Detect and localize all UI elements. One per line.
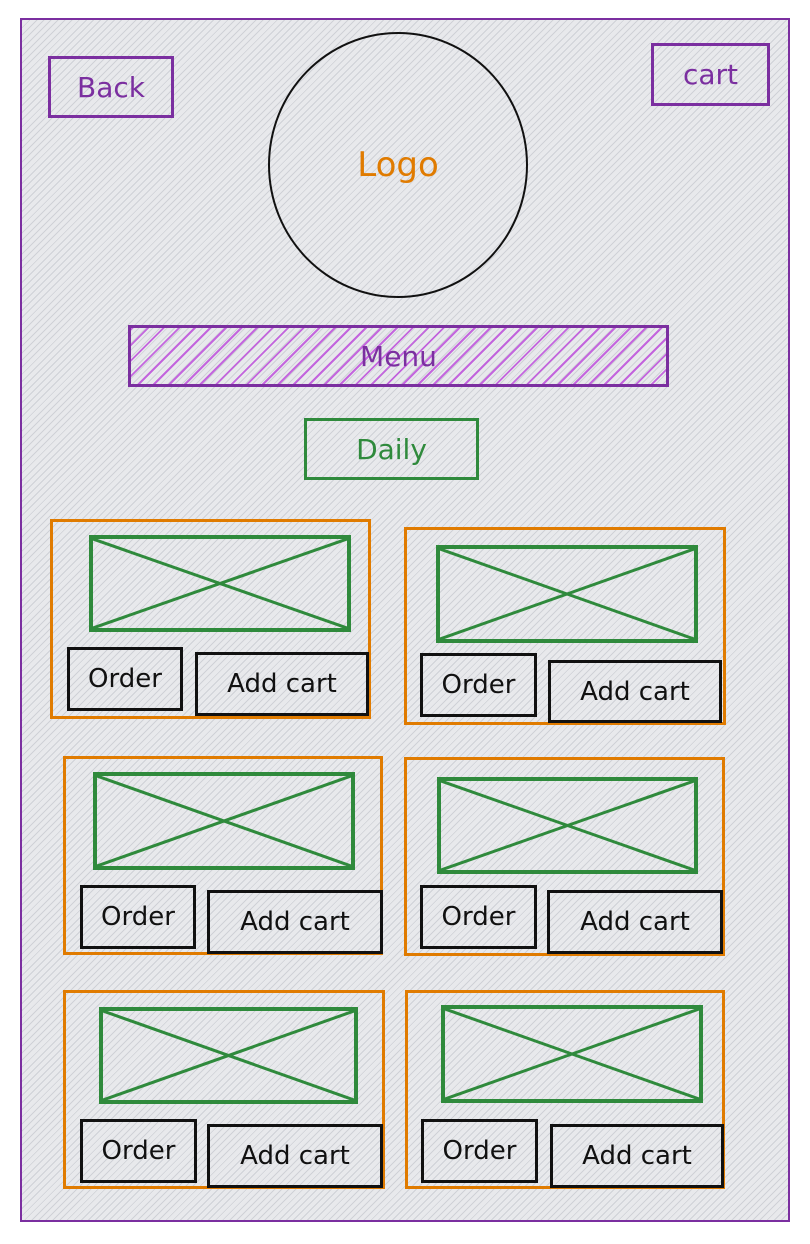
product-image-placeholder (89, 535, 351, 632)
order-button[interactable]: Order (67, 647, 183, 711)
product-card: Order Add cart (63, 756, 383, 955)
add-cart-button[interactable]: Add cart (547, 890, 723, 954)
product-card: Order Add cart (63, 990, 385, 1189)
product-image-placeholder (93, 772, 355, 870)
product-card: Order Add cart (404, 757, 725, 956)
order-button[interactable]: Order (421, 1119, 538, 1183)
menu-label: Menu (360, 339, 437, 373)
order-button[interactable]: Order (80, 885, 196, 949)
add-cart-button[interactable]: Add cart (548, 660, 722, 723)
daily-tab[interactable]: Daily (304, 418, 479, 480)
product-card: Order Add cart (404, 527, 726, 725)
order-button[interactable]: Order (420, 653, 537, 717)
cart-button[interactable]: cart (651, 43, 770, 106)
product-card: Order Add cart (50, 519, 371, 719)
add-cart-button[interactable]: Add cart (195, 652, 369, 716)
add-cart-button[interactable]: Add cart (550, 1124, 724, 1188)
product-image-placeholder (441, 1005, 703, 1103)
product-card: Order Add cart (405, 990, 725, 1189)
daily-label: Daily (356, 432, 427, 466)
product-image-placeholder (436, 545, 698, 643)
back-button[interactable]: Back (48, 56, 174, 118)
add-cart-button[interactable]: Add cart (207, 1124, 383, 1188)
add-cart-button[interactable]: Add cart (207, 890, 383, 954)
menu-bar[interactable]: Menu (128, 325, 669, 387)
logo: Logo (268, 32, 528, 298)
product-image-placeholder (437, 777, 698, 874)
order-button[interactable]: Order (420, 885, 537, 949)
product-image-placeholder (99, 1007, 358, 1104)
logo-label: Logo (357, 145, 439, 185)
order-button[interactable]: Order (80, 1119, 197, 1183)
